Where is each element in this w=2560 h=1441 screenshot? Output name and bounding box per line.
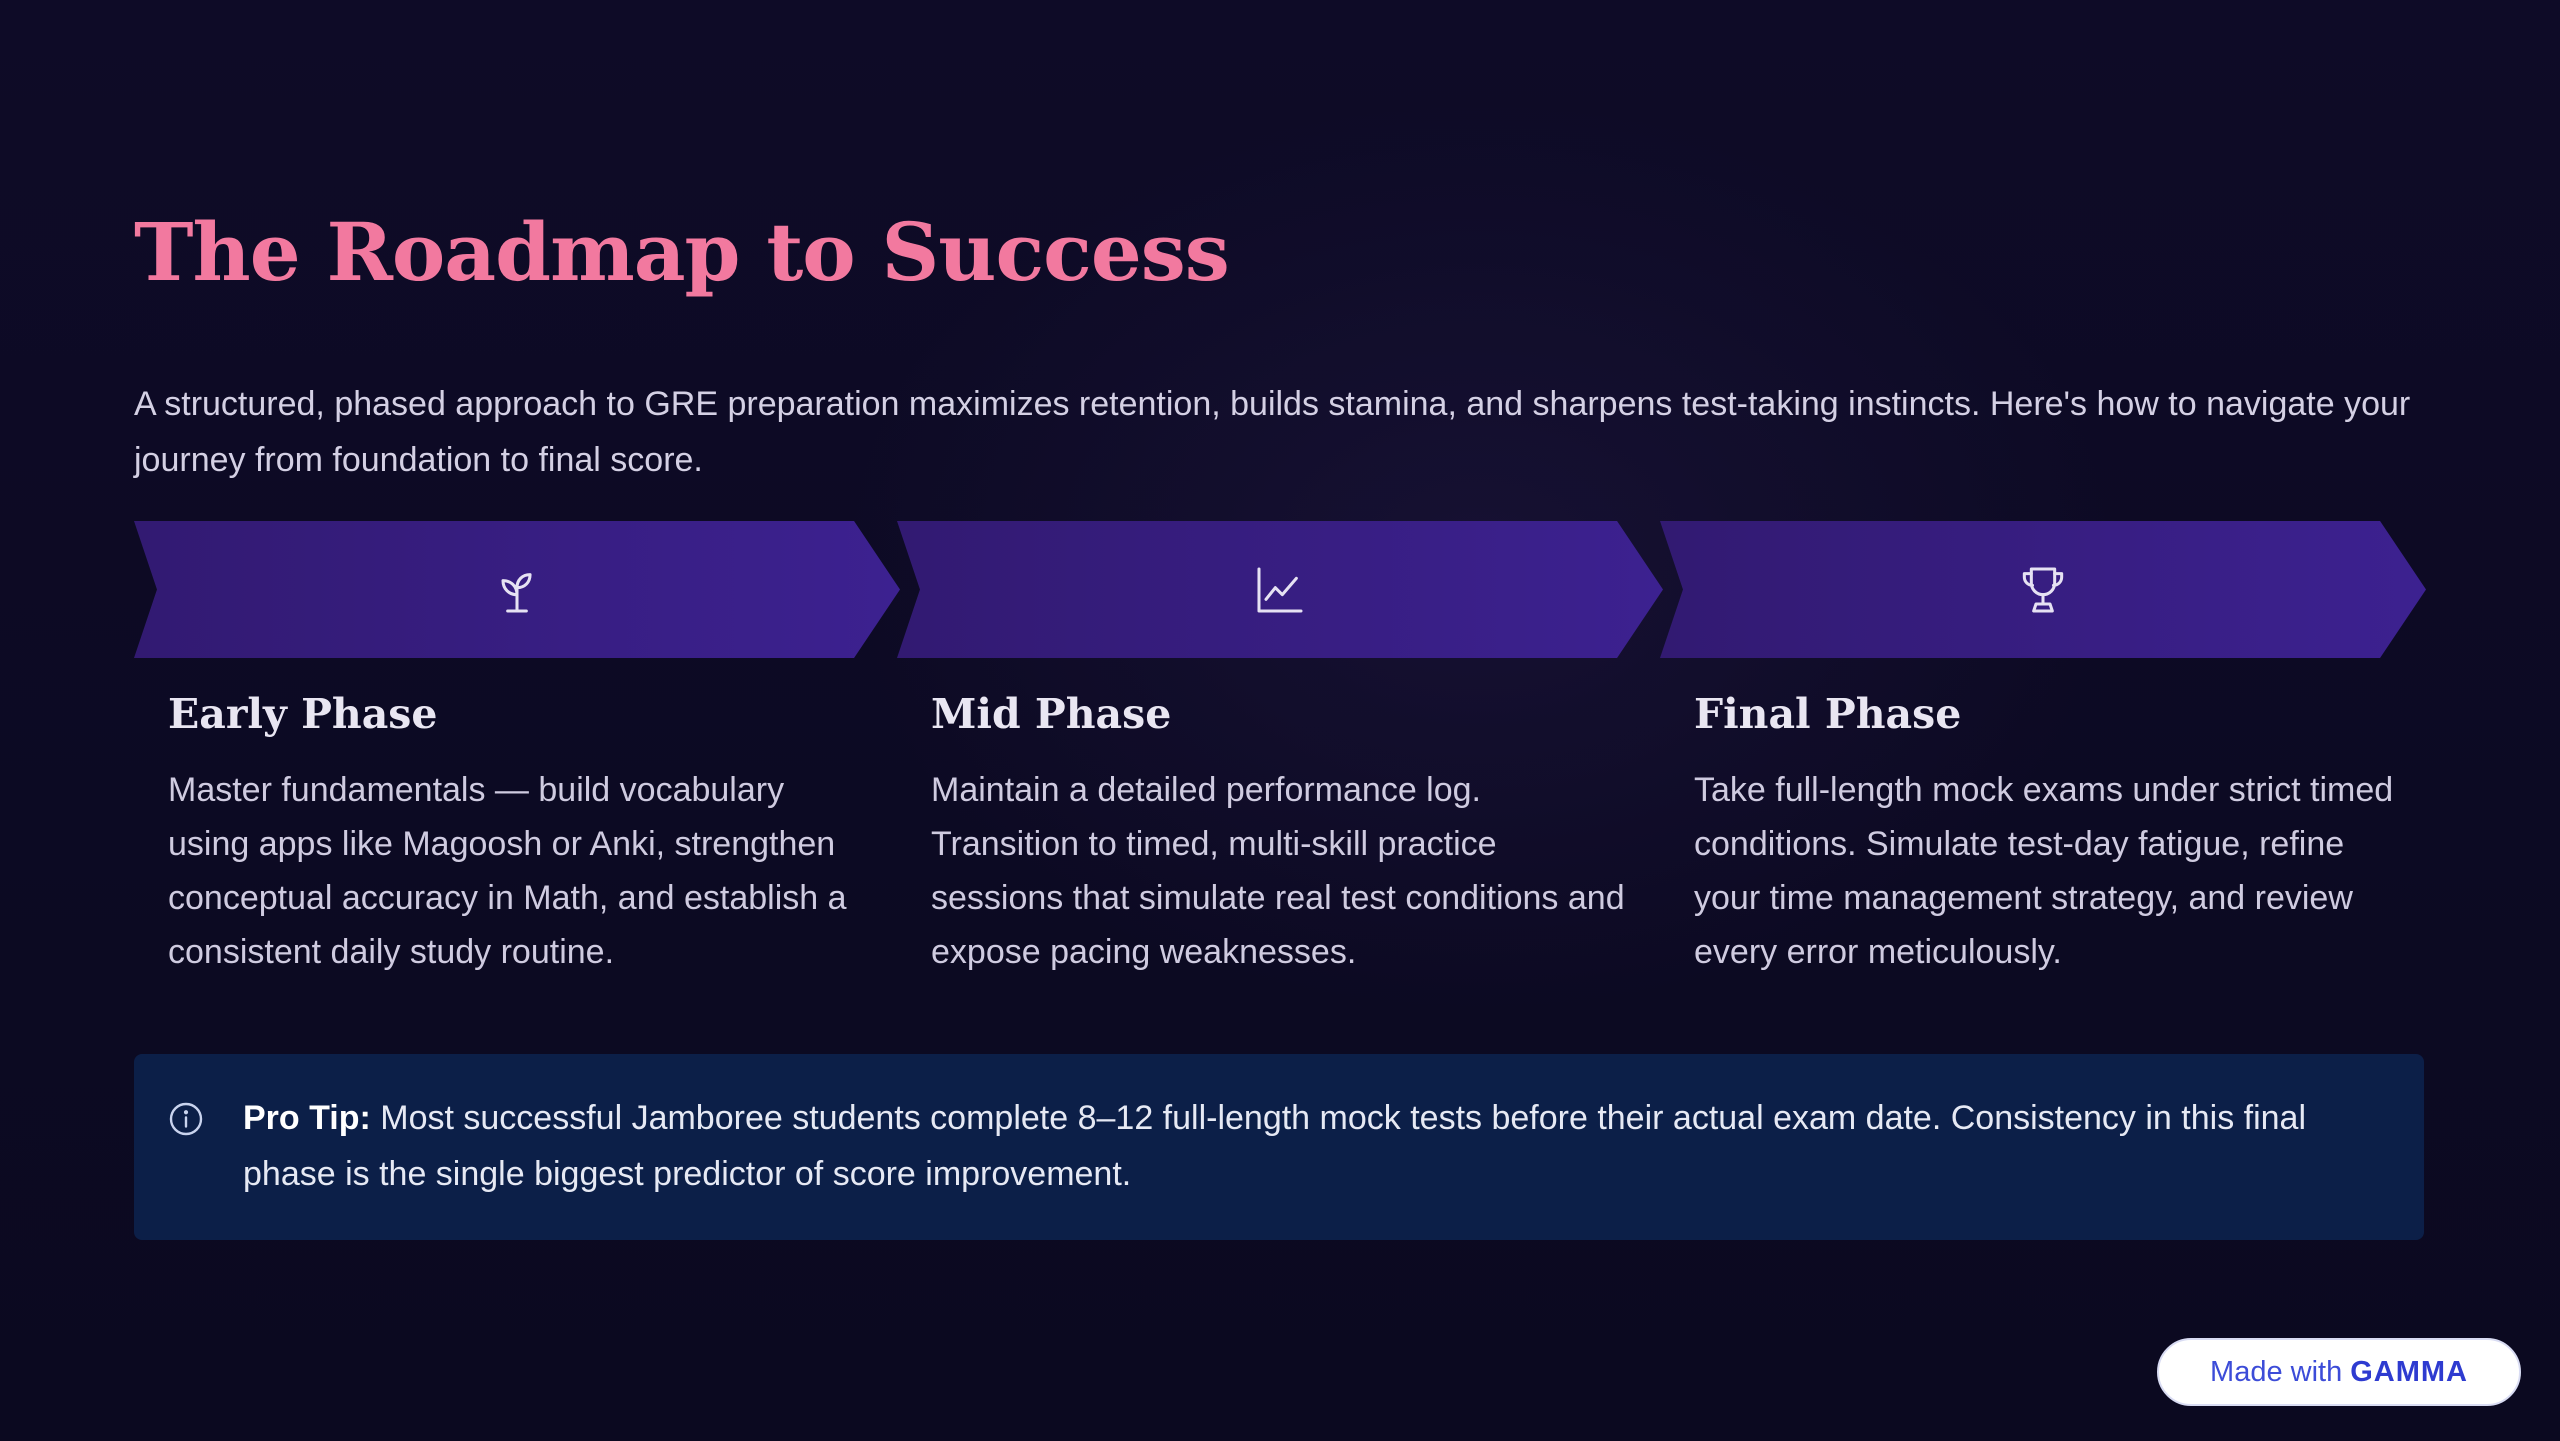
phase-body-final: Take full-length mock exams under strict…	[1694, 771, 2394, 971]
page-subtitle: A structured, phased approach to GRE pre…	[134, 385, 2411, 479]
made-with-gamma-badge[interactable]: Made with GAMMA	[2157, 1338, 2521, 1406]
phase-title-mid: Mid Phase	[931, 690, 1172, 738]
pro-tip-text: Pro Tip: Most successful Jamboree studen…	[243, 1090, 2383, 1202]
page-title: The Roadmap to Success	[134, 205, 1230, 299]
phase-title-final: Final Phase	[1694, 690, 1962, 738]
info-icon	[169, 1102, 203, 1136]
pro-tip-callout: Pro Tip: Most successful Jamboree studen…	[134, 1054, 2424, 1240]
phase-body-early: Master fundamentals — build vocabulary u…	[168, 771, 847, 971]
badge-prefix: Made with	[2210, 1355, 2343, 1388]
phase-body-mid: Maintain a detailed performance log. Tra…	[931, 771, 1625, 971]
pro-tip-label: Pro Tip:	[243, 1099, 371, 1137]
trophy-icon	[2022, 566, 2064, 613]
sprout-icon	[501, 572, 532, 613]
pro-tip-body: Most successful Jamboree students comple…	[243, 1099, 2307, 1193]
phase-chevron-final	[1660, 521, 2426, 658]
phase-chevron-mid	[897, 521, 1663, 658]
gamma-logo: GAMMA	[2350, 1355, 2468, 1388]
phase-title-early: Early Phase	[168, 690, 438, 738]
line-chart-icon	[1257, 566, 1303, 613]
phase-chevron-early	[134, 521, 900, 658]
